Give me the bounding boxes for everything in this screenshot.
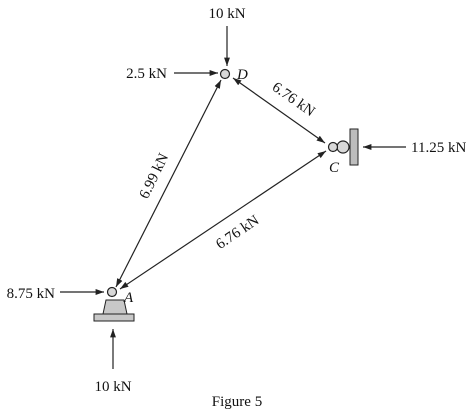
node-label-d: D (236, 67, 248, 83)
load-label-right-c: 11.25 kN (411, 140, 466, 156)
load-label-left-d: 2.5 kN (126, 66, 167, 82)
member-ac (119, 150, 327, 290)
roller-support-c (336, 128, 359, 166)
joint-c (327, 141, 339, 153)
member-label-ac: 6.76 kN (213, 212, 262, 252)
load-label-top-d: 10 kN (208, 6, 245, 22)
figure-caption: Figure 5 (212, 394, 262, 410)
member-label-dc: 6.76 kN (269, 79, 318, 120)
node-label-a: A (123, 290, 134, 306)
load-label-bottom-a: 10 kN (94, 379, 131, 395)
node-label-c: C (329, 160, 340, 176)
joint-d (219, 68, 231, 80)
member-dc (232, 77, 326, 144)
member-label-ad: 6.99 kN (137, 151, 173, 202)
joint-a (106, 286, 118, 298)
pin-support-a (93, 299, 135, 322)
load-label-left-a: 8.75 kN (7, 286, 56, 302)
